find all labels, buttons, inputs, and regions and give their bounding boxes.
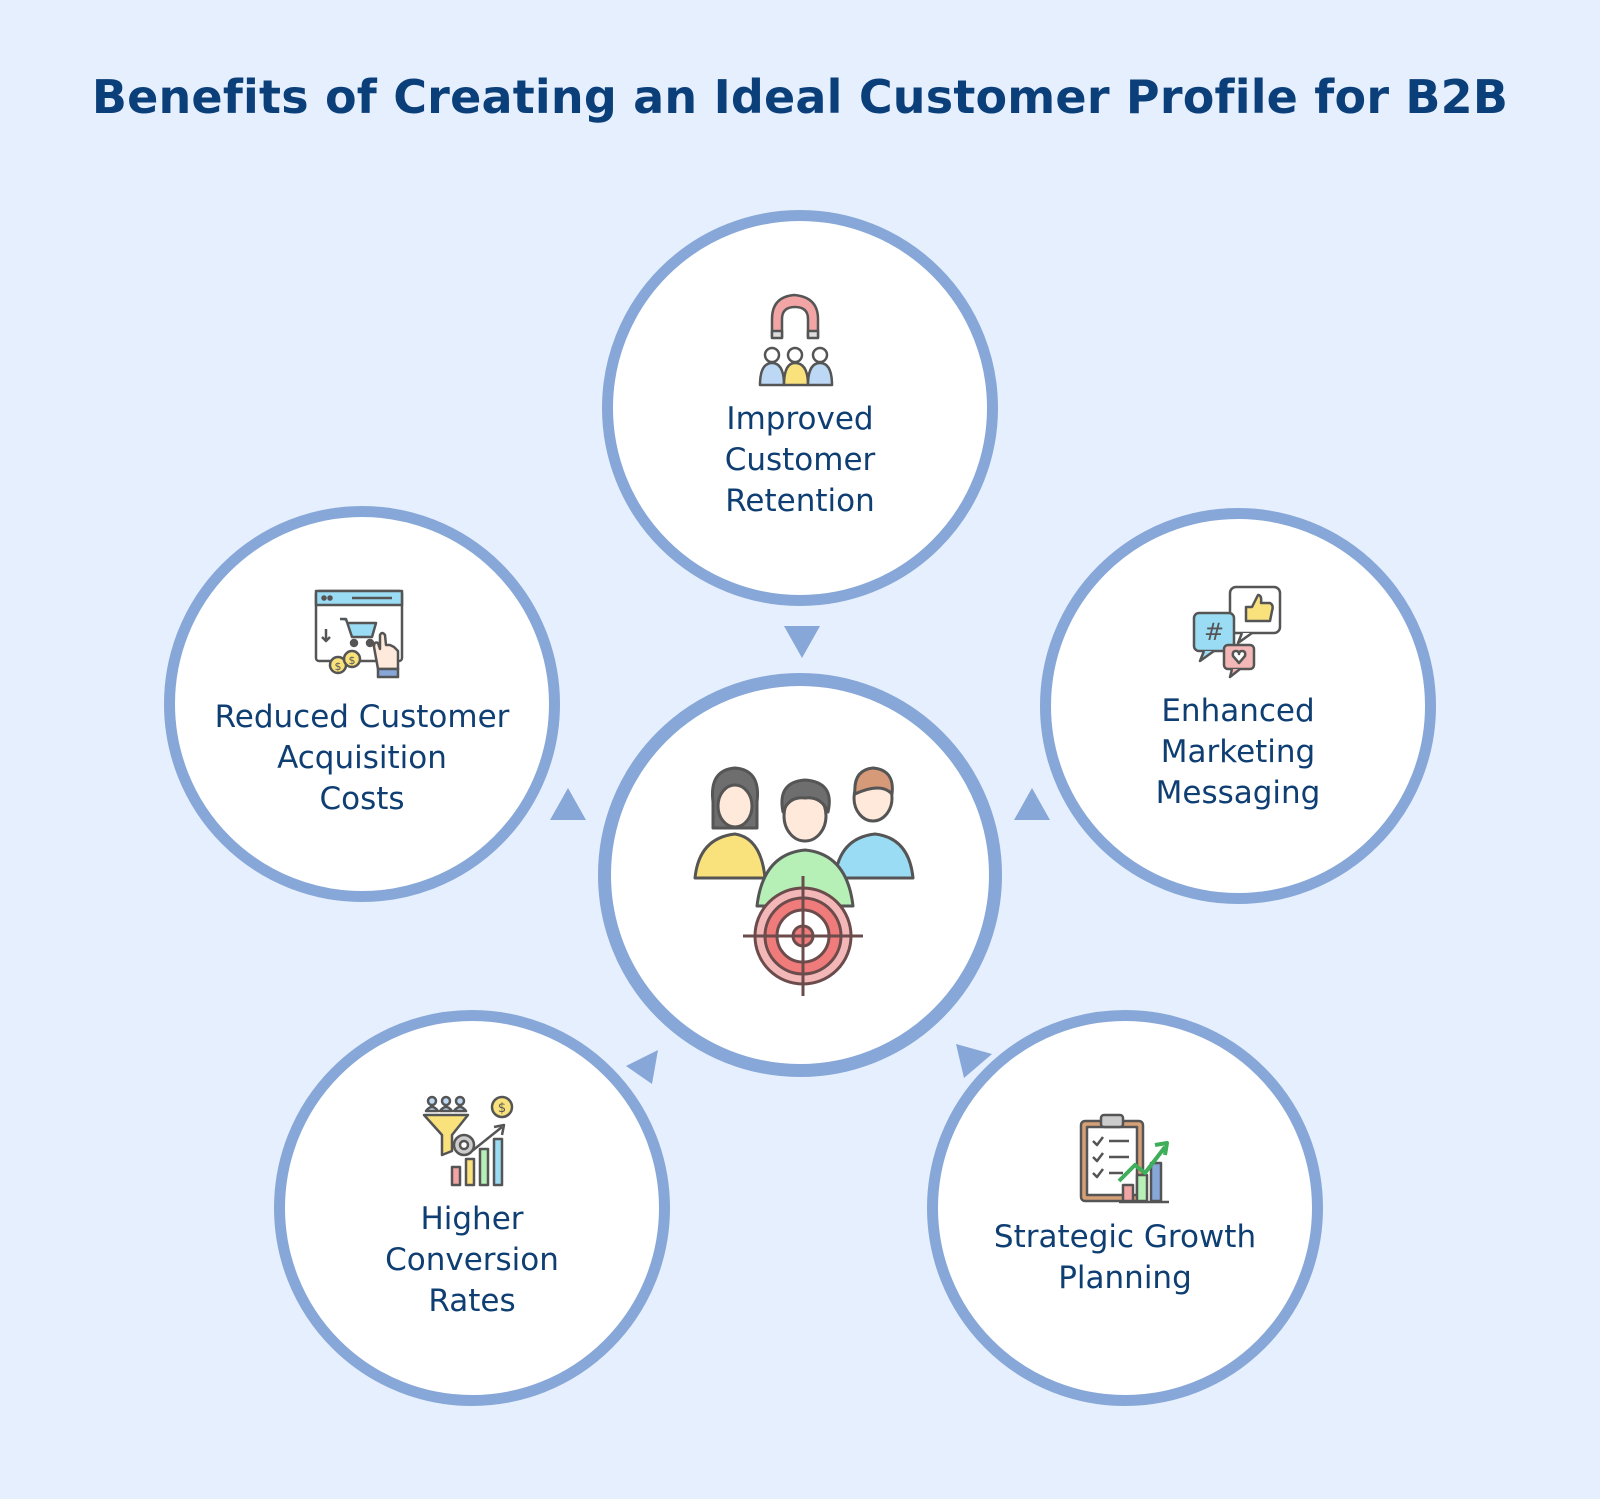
benefit-label: Enhanced Marketing Messaging	[1155, 693, 1321, 811]
cart-cost-icon: $ $	[314, 589, 404, 679]
team-target-icon	[693, 766, 915, 996]
benefit-label: Strategic Growth Planning	[993, 1219, 1257, 1296]
benefit-strategic-growth-planning: Strategic Growth Planning	[927, 1010, 1323, 1406]
benefit-reduced-customer-acquisition-costs: $ $ Reduced Customer Acquisition Costs	[164, 506, 560, 902]
social-chat-icon: #	[1192, 585, 1282, 679]
clipboard-growth-icon	[1079, 1113, 1169, 1204]
magnet-people-icon	[758, 293, 834, 387]
benefit-improved-customer-retention: Improved Customer Retention	[602, 210, 998, 606]
arrow-up-icon	[1014, 788, 1050, 820]
benefit-label: Reduced Customer Acquisition Costs	[214, 699, 510, 817]
center-circle	[598, 673, 1002, 1077]
funnel-chart-icon: $	[422, 1095, 514, 1187]
arrow-up-icon	[550, 788, 586, 820]
benefit-label: Improved Customer Retention	[724, 401, 876, 519]
page-title: Benefits of Creating an Ideal Customer P…	[91, 70, 1509, 124]
arrow-up-right-icon	[626, 1050, 658, 1084]
arrow-up-left-icon	[956, 1044, 992, 1078]
benefit-enhanced-marketing-messaging: # Enhanced Marketing Messaging	[1040, 508, 1436, 904]
svg-text:$: $	[335, 660, 342, 673]
svg-text:#: #	[1204, 618, 1224, 646]
svg-text:$: $	[498, 1101, 506, 1116]
arrow-down-icon	[784, 626, 820, 658]
benefit-label: Higher Conversion Rates	[385, 1201, 559, 1319]
benefit-higher-conversion-rates: $ Higher Conversion Rates	[274, 1010, 670, 1406]
svg-text:$: $	[349, 654, 356, 667]
